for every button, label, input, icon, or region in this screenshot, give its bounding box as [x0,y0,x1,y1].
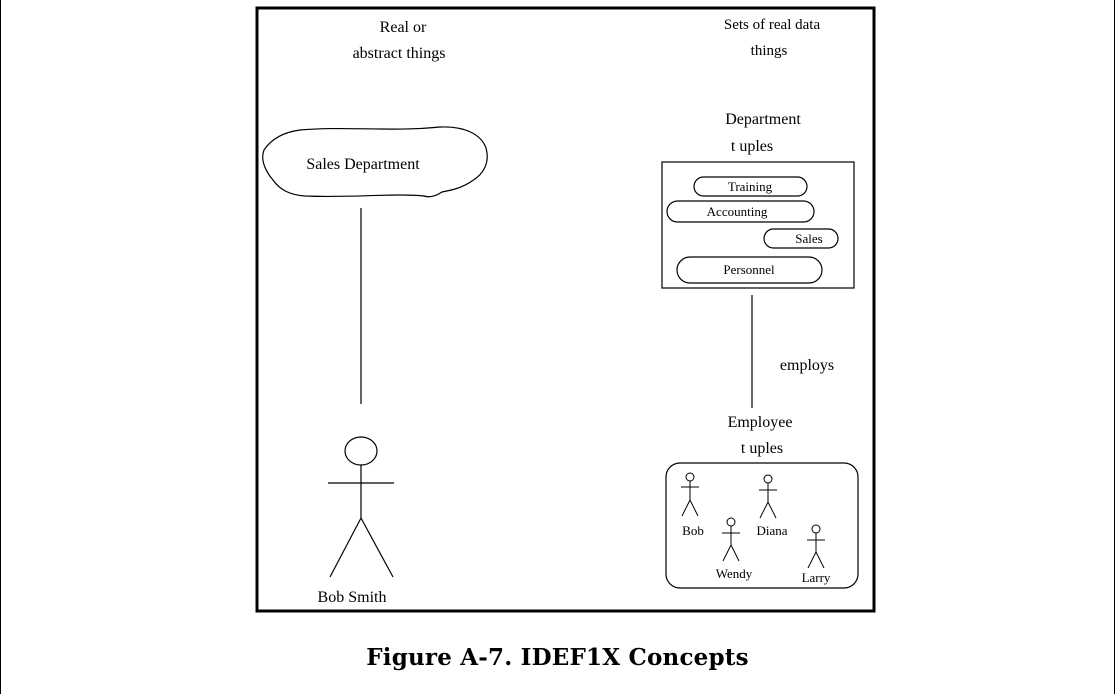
employee-heading-line1: Employee [728,414,793,431]
person-icon [328,436,394,578]
department-tuples-box [661,161,855,289]
employee-heading-line2: t uples [741,440,783,457]
department-tuple-training: Training [693,176,808,197]
department-heading-line2: t uples [731,138,773,155]
employee-icon-diana [759,474,777,519]
employee-icon-larry [807,524,825,569]
department-tuple-sales: Sales [763,228,839,249]
figure-caption: Figure A-7. IDEF1X Concepts [366,644,749,671]
department-tuple-label: Personnel [723,262,775,277]
person-label: Bob Smith [318,589,387,606]
employee-icon-bob [681,472,699,517]
sales-department-label: Sales Department [306,156,420,173]
right-heading-line1: Sets of real data [724,17,821,33]
employee-tuples-box [665,462,859,589]
employee-label-diana: Diana [756,523,787,538]
left-heading-line1: Real or [380,19,427,36]
department-tuple-label: Sales [795,231,822,246]
employee-label-larry: Larry [802,570,831,585]
department-tuple-label: Accounting [707,204,768,219]
department-tuple-personnel: Personnel [676,256,823,284]
department-tuple-label: Training [728,179,773,194]
diagram-border [255,6,876,613]
employee-label-bob: Bob [682,523,704,538]
employee-icon-wendy [722,517,740,562]
sales-department-cloud [262,126,488,198]
right-heading-line2: things [751,43,788,59]
left-heading-line2: abstract things [353,45,446,62]
relationship-label: employs [780,357,834,374]
department-tuple-accounting: Accounting [666,200,815,223]
employee-label-wendy: Wendy [716,566,753,581]
department-heading-line1: Department [725,111,801,128]
